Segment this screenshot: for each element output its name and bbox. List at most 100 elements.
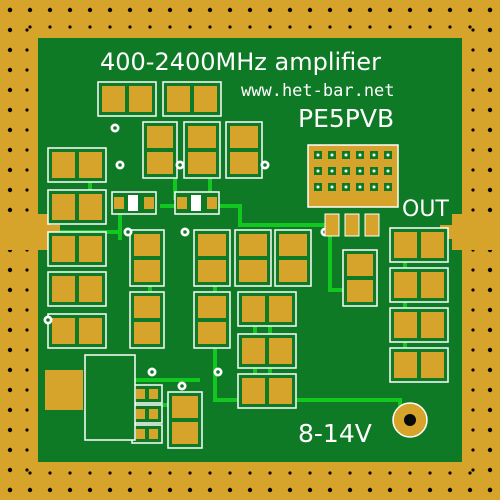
via-hole bbox=[487, 127, 493, 133]
via-hole bbox=[7, 47, 13, 53]
via-hole bbox=[7, 167, 13, 173]
via-hole bbox=[7, 347, 13, 353]
via-hole bbox=[428, 471, 432, 475]
via-hole bbox=[25, 108, 29, 112]
website-label: www.het-bar.net bbox=[241, 81, 395, 101]
ic-pins bbox=[314, 151, 392, 237]
via-hole bbox=[48, 471, 52, 475]
via-hole bbox=[25, 468, 29, 472]
callsign-label: PE5PVB bbox=[298, 104, 395, 133]
via-hole bbox=[7, 67, 13, 73]
solder-pad bbox=[52, 152, 75, 178]
via-hole bbox=[178, 163, 182, 167]
via-hole bbox=[188, 471, 192, 475]
via-hole bbox=[7, 7, 13, 13]
via-hole bbox=[25, 148, 29, 152]
via-hole bbox=[25, 268, 29, 272]
via-hole bbox=[368, 471, 372, 475]
via-hole bbox=[147, 487, 153, 493]
via-hole bbox=[25, 168, 29, 172]
solder-pad bbox=[347, 280, 373, 302]
via-hole bbox=[167, 487, 173, 493]
via-hole bbox=[348, 471, 352, 475]
via-hole bbox=[471, 128, 475, 132]
via-hole bbox=[7, 87, 13, 93]
solder-pad bbox=[242, 378, 265, 404]
via-hole bbox=[388, 25, 392, 29]
via-hole bbox=[287, 7, 293, 13]
ic-pin bbox=[344, 153, 348, 157]
via-hole bbox=[487, 467, 493, 473]
via-hole bbox=[247, 487, 253, 493]
via-hole bbox=[7, 407, 13, 413]
solder-pad bbox=[52, 194, 75, 220]
via-hole bbox=[227, 487, 233, 493]
solder-pad bbox=[239, 260, 267, 282]
via-hole bbox=[25, 368, 29, 372]
solder-pad bbox=[279, 234, 307, 256]
via-hole bbox=[28, 471, 32, 475]
solder-pad bbox=[52, 276, 75, 302]
via-hole bbox=[407, 487, 413, 493]
ic-pin bbox=[386, 169, 390, 173]
via-hole bbox=[25, 308, 29, 312]
via-hole bbox=[207, 7, 213, 13]
solder-pad bbox=[149, 429, 158, 439]
solder-pad bbox=[198, 296, 226, 318]
via-hole bbox=[67, 7, 73, 13]
via-hole bbox=[467, 487, 473, 493]
via-hole bbox=[447, 487, 453, 493]
solder-pad bbox=[167, 86, 190, 112]
via-hole bbox=[108, 471, 112, 475]
via-hole bbox=[487, 147, 493, 153]
solder-pad bbox=[279, 260, 307, 282]
via-hole bbox=[25, 448, 29, 452]
via-hole bbox=[128, 25, 132, 29]
solder-pad bbox=[198, 234, 226, 256]
via-hole bbox=[347, 7, 353, 13]
via-hole bbox=[471, 208, 475, 212]
via-hole bbox=[88, 25, 92, 29]
via-hole bbox=[428, 25, 432, 29]
via-hole bbox=[47, 7, 53, 13]
solder-pad bbox=[134, 234, 160, 256]
solder-pad bbox=[394, 272, 417, 298]
via-hole bbox=[180, 384, 184, 388]
via-hole bbox=[47, 487, 53, 493]
via-hole bbox=[471, 348, 475, 352]
via-hole bbox=[7, 147, 13, 153]
via-hole bbox=[268, 471, 272, 475]
via-hole bbox=[471, 48, 475, 52]
via-hole bbox=[187, 7, 193, 13]
via-hole bbox=[408, 25, 412, 29]
via-hole bbox=[471, 368, 475, 372]
solder-pad bbox=[242, 296, 265, 322]
solder-pad bbox=[144, 197, 154, 209]
solder-pad bbox=[239, 234, 267, 256]
ic-lead bbox=[344, 213, 360, 237]
via-hole bbox=[427, 7, 433, 13]
via-hole bbox=[25, 48, 29, 52]
supply-voltage-label: 8-14V bbox=[298, 419, 372, 448]
solder-pad bbox=[421, 232, 444, 258]
via-hole bbox=[487, 407, 493, 413]
via-hole bbox=[208, 471, 212, 475]
ic-pin bbox=[316, 185, 320, 189]
via-hole bbox=[288, 471, 292, 475]
solder-pad bbox=[149, 409, 158, 419]
ic-pin bbox=[386, 185, 390, 189]
via-hole bbox=[25, 288, 29, 292]
via-hole bbox=[487, 387, 493, 393]
via-hole bbox=[7, 447, 13, 453]
via-hole bbox=[471, 108, 475, 112]
via-hole bbox=[487, 7, 493, 13]
via-hole bbox=[487, 207, 493, 213]
rf-output-trace bbox=[440, 225, 500, 239]
via-hole bbox=[25, 128, 29, 132]
via-hole bbox=[216, 370, 220, 374]
via-hole bbox=[471, 68, 475, 72]
large-component-pad bbox=[45, 370, 83, 410]
via-hole bbox=[7, 467, 13, 473]
ic-pin bbox=[358, 153, 362, 157]
